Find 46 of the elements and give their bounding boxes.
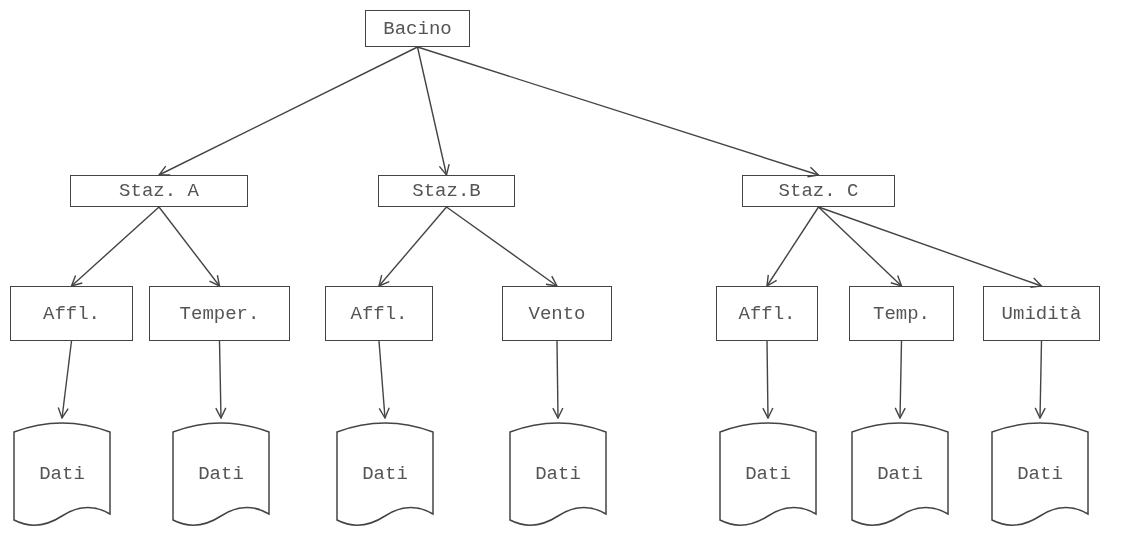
process-box <box>742 175 895 207</box>
arrow <box>215 340 227 419</box>
node-label: Affl. <box>43 302 100 325</box>
process-box <box>10 286 133 341</box>
process-box <box>365 10 470 47</box>
node-label: Affl. <box>738 302 796 325</box>
process-box <box>502 286 612 341</box>
node-label: Dati <box>745 463 791 485</box>
node-label: Vento <box>528 302 586 325</box>
process-box <box>378 175 515 207</box>
arrow <box>416 46 820 178</box>
node-label: Affl. <box>350 302 408 325</box>
process-box <box>70 175 248 207</box>
process-box <box>325 286 433 341</box>
arrow <box>445 206 558 287</box>
arrow <box>70 206 160 287</box>
process-box <box>149 286 290 341</box>
arrow <box>817 206 1043 289</box>
arrow <box>378 206 448 287</box>
node-label: Dati <box>362 463 408 485</box>
arrow <box>552 340 564 419</box>
node-label: Staz.B <box>412 180 481 202</box>
arrow <box>57 340 73 419</box>
process-box <box>716 286 818 341</box>
node-label: Dati <box>39 463 85 485</box>
node-label: Bacino <box>383 17 452 40</box>
arrow <box>416 46 450 176</box>
arrow <box>158 46 419 176</box>
process-box <box>849 286 954 341</box>
node-label: Dati <box>877 463 923 485</box>
arrow <box>378 340 390 419</box>
node-label: Dati <box>1017 463 1063 485</box>
node-label: Staz. C <box>778 180 859 202</box>
node-label: Staz. A <box>119 180 199 202</box>
arrow <box>817 206 903 287</box>
node-label: Temp. <box>873 302 930 325</box>
node-label: Dati <box>535 463 581 485</box>
arrow <box>894 340 906 419</box>
node-label: Umidità <box>1001 302 1082 325</box>
arrow <box>1034 340 1046 419</box>
arrow <box>762 340 774 419</box>
arrow <box>766 206 820 287</box>
arrow <box>158 206 221 287</box>
node-label: Temper. <box>179 302 260 325</box>
process-box <box>983 286 1100 341</box>
node-label: Dati <box>198 463 244 485</box>
